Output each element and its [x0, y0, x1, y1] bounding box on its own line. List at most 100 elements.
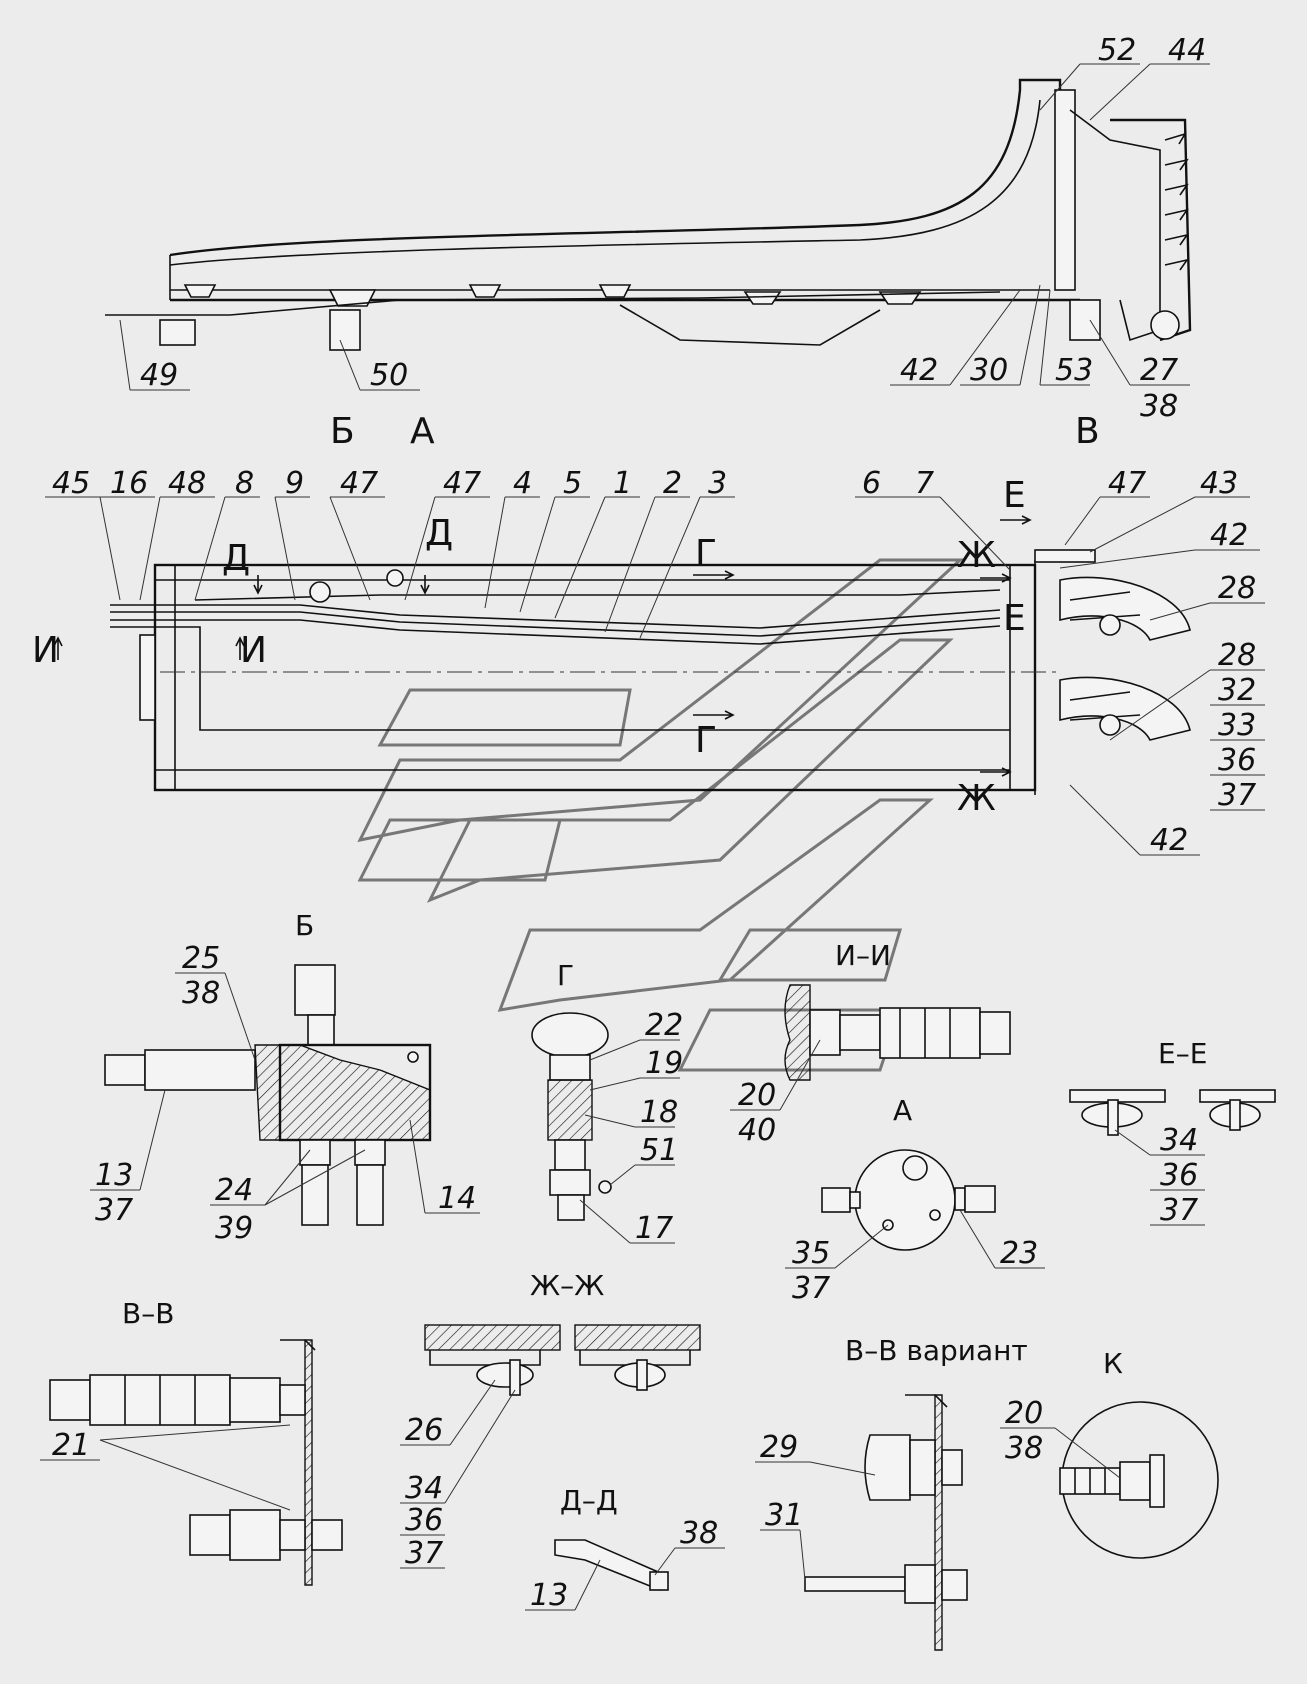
- callout-27: 27: [1140, 353, 1178, 388]
- view-title-EE: Е–Е: [1158, 1037, 1207, 1070]
- section-mark-A: А: [410, 411, 435, 452]
- callout-36: 36: [1160, 1158, 1198, 1193]
- callout-28: 28: [1218, 638, 1256, 673]
- detail-view-G-callouts: 22 19 18 51 17: [579, 1008, 683, 1246]
- callout-48: 48: [168, 466, 206, 501]
- callout-21: 21: [52, 1428, 90, 1463]
- callout-37: 37: [792, 1271, 830, 1306]
- detail-view-K: К: [1059, 1347, 1219, 1559]
- detail-view-EE: Е–Е: [1069, 1037, 1276, 1136]
- callout-5: 5: [563, 466, 582, 501]
- section-mark-I-left: И: [32, 630, 59, 671]
- callout-32: 32: [1218, 673, 1256, 708]
- section-mark-B: Б: [330, 411, 355, 452]
- callout-16: 16: [110, 466, 148, 501]
- plan-view-frame: [110, 549, 1191, 795]
- section-markers: Б А В Е Е Г Г Д Д И И Ж Ж: [32, 411, 1100, 819]
- callout-53: 53: [1055, 353, 1093, 388]
- detail-view-VV: В–В: [49, 1297, 343, 1586]
- detail-view-K-callouts: 20 38: [1000, 1396, 1121, 1479]
- section-mark-G-bottom: Г: [695, 720, 717, 761]
- view-title-K: К: [1103, 1347, 1123, 1380]
- detail-view-II-callouts: 20 40: [730, 1039, 821, 1148]
- detail-view-VV-callouts: 21: [40, 1424, 291, 1511]
- callout-42: 42: [1150, 823, 1188, 858]
- reel-assembly: [1059, 576, 1191, 741]
- callout-42: 42: [900, 353, 938, 388]
- callout-19: 19: [645, 1046, 683, 1081]
- callout-20: 20: [1005, 1396, 1043, 1431]
- callout-4: 4: [513, 466, 532, 501]
- side-view-frame: [105, 78, 1192, 351]
- callout-38: 38: [1140, 389, 1178, 424]
- section-mark-E-top: Е: [1003, 475, 1026, 516]
- callout-38: 38: [182, 976, 220, 1011]
- callout-50: 50: [370, 358, 408, 393]
- section-mark-V: В: [1075, 411, 1100, 452]
- callout-34: 34: [1160, 1123, 1198, 1158]
- callout-1: 1: [613, 466, 632, 501]
- detail-view-G: Г: [531, 959, 612, 1221]
- callout-49: 49: [140, 358, 178, 393]
- view-title-DD: Д–Д: [560, 1484, 618, 1517]
- callout-13: 13: [530, 1578, 568, 1613]
- callout-18: 18: [640, 1095, 678, 1130]
- callout-23: 23: [1000, 1236, 1038, 1271]
- detail-view-A-callouts: 35 37 23: [785, 1209, 1045, 1306]
- section-mark-E-bottom: Е: [1003, 598, 1026, 639]
- callout-38: 38: [1005, 1431, 1043, 1466]
- callout-42: 42: [1210, 518, 1248, 553]
- callout-52: 52: [1098, 33, 1136, 68]
- section-mark-D-right: Д: [425, 513, 453, 554]
- callout-47: 47: [1108, 466, 1146, 501]
- callout-37: 37: [95, 1193, 133, 1228]
- callout-31: 31: [765, 1498, 803, 1533]
- callout-36: 36: [1218, 743, 1256, 778]
- detail-view-B: Б: [104, 909, 432, 1226]
- plan-view-callouts: 45 16 48 8 9 47 47 4 5 1 2 3 6 7: [45, 466, 1265, 858]
- callout-2: 2: [663, 466, 682, 501]
- reel-teeth: [1164, 132, 1189, 271]
- detail-view-B-callouts: 25 38 13 37 24 39 14: [90, 941, 480, 1246]
- detail-view-II: И–И: [784, 939, 1011, 1081]
- detail-view-ZhZh: Ж–Ж: [424, 1269, 701, 1396]
- callout-24: 24: [215, 1173, 253, 1208]
- callout-35: 35: [792, 1236, 830, 1271]
- section-mark-D-left: Д: [222, 538, 250, 579]
- callout-37: 37: [405, 1536, 443, 1571]
- callout-34: 34: [405, 1471, 443, 1506]
- callout-26: 26: [405, 1413, 443, 1448]
- callout-13: 13: [95, 1158, 133, 1193]
- callout-29: 29: [760, 1430, 798, 1465]
- view-title-II: И–И: [835, 939, 891, 972]
- callout-43: 43: [1200, 466, 1238, 501]
- section-mark-Zh-bottom: Ж: [957, 778, 996, 819]
- callout-33: 33: [1218, 708, 1256, 743]
- callout-47: 47: [443, 466, 481, 501]
- callout-38: 38: [680, 1516, 718, 1551]
- callout-37: 37: [1160, 1193, 1198, 1228]
- callout-25: 25: [182, 941, 220, 976]
- callout-44: 44: [1168, 33, 1206, 68]
- callout-20: 20: [738, 1078, 776, 1113]
- section-mark-I-right: И: [240, 630, 267, 671]
- callout-30: 30: [970, 353, 1008, 388]
- section-mark-G-top: Г: [695, 533, 717, 574]
- view-title-VV: В–В: [122, 1297, 174, 1330]
- callout-7: 7: [915, 466, 934, 501]
- callout-14: 14: [438, 1181, 476, 1216]
- callout-37: 37: [1218, 778, 1256, 813]
- view-title-ZhZh: Ж–Ж: [530, 1269, 604, 1302]
- callout-17: 17: [635, 1211, 673, 1246]
- detail-view-A: А: [821, 1094, 996, 1251]
- detail-view-ZhZh-callouts: 26 34 36 37: [400, 1379, 516, 1571]
- callout-47: 47: [340, 466, 378, 501]
- side-view-brackets: [159, 284, 1101, 351]
- view-title-VV-variant: В–В вариант: [845, 1334, 1028, 1367]
- detail-view-DD-callouts: 13 38: [525, 1516, 725, 1613]
- callout-8: 8: [235, 466, 254, 501]
- detail-view-VV-variant: В–В вариант: [804, 1334, 1028, 1651]
- callout-3: 3: [708, 466, 727, 501]
- view-title-B: Б: [295, 909, 314, 942]
